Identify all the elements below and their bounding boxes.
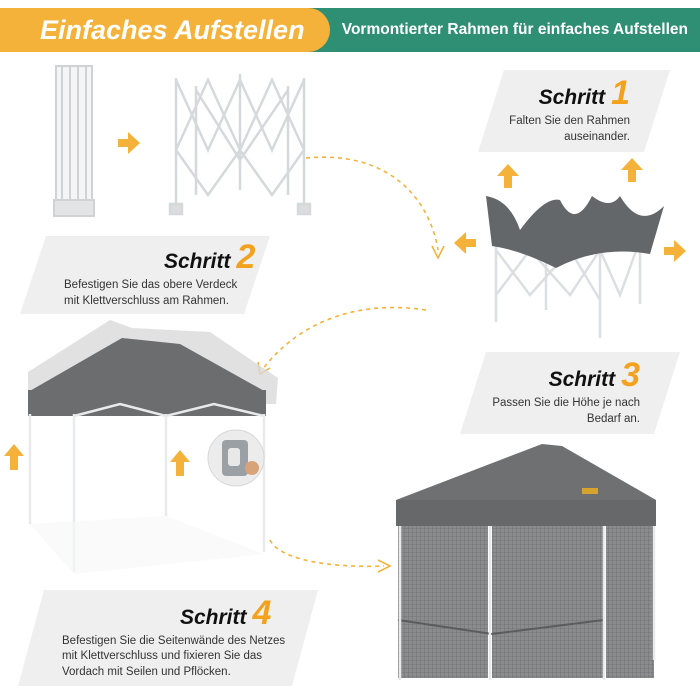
expanded-frame [168, 74, 312, 216]
step-2-word: Schritt [164, 250, 231, 274]
step-1-callout: Schritt 1 Falten Sie den Rahmen auseinan… [478, 70, 670, 152]
step-1-number: 1 [611, 74, 630, 113]
arrow-up-icon [170, 450, 190, 476]
dashed-curve-arrow-icon [269, 539, 385, 568]
velcro-clip-icon [207, 429, 265, 487]
step-3-desc-line-1: Passen Sie die Höhe je nach [492, 397, 640, 410]
step2-tent [4, 320, 278, 574]
arrow-right-icon [664, 240, 686, 262]
step-3-word: Schritt [548, 368, 616, 392]
step-4-desc-line-3: Vordach mit Seilen und Pflöcken. [62, 665, 231, 678]
header-right-title: Vormontierter Rahmen für einfaches Aufst… [341, 21, 688, 38]
step-4-callout: Schritt 4 Befestigen Sie die Seitenwände… [18, 590, 318, 686]
step-2-number: 2 [236, 238, 256, 277]
step-1-desc-line-2: auseinander. [564, 131, 630, 143]
header-left-banner: Einfaches Aufstellen [0, 8, 330, 52]
header-left-title: Einfaches Aufstellen [40, 14, 305, 45]
arrow-left-icon [454, 232, 476, 254]
step-4-desc-line-2: mit Klettverschluss und fixieren Sie das [62, 650, 263, 663]
step4-tent [396, 444, 656, 680]
header-right-banner: Vormontierter Rahmen für einfaches Aufst… [300, 8, 700, 52]
arrow-up-icon [621, 158, 643, 182]
step1-frame [454, 158, 686, 338]
step-4-word: Schritt [180, 605, 247, 629]
step-4-desc-line-1: Befestigen Sie die Seitenwände des Netze… [62, 634, 286, 647]
step-4-number: 4 [252, 593, 272, 632]
dashed-curve-arrow-icon [261, 306, 427, 371]
step-3-callout: Schritt 3 Passen Sie die Höhe je nach Be… [460, 352, 680, 434]
step-2-desc-line-1: Befestigen Sie das obere Verdeck [64, 279, 238, 292]
arrow-right-icon [118, 132, 140, 154]
step-3-desc-line-2: Bedarf an. [586, 413, 640, 425]
step-2-callout: Schritt 2 Befestigen Sie das obere Verde… [20, 236, 270, 314]
arrow-up-icon [497, 164, 519, 188]
dashed-curve-arrow-icon [305, 156, 439, 251]
folded-frame [53, 65, 95, 217]
arrow-up-icon [4, 444, 24, 470]
step-1-word: Schritt [538, 86, 606, 110]
step-3-number: 3 [621, 356, 640, 395]
step-2-desc-line-2: mit Klettverschluss am Rahmen. [64, 295, 229, 307]
step-1-desc-line-1: Falten Sie den Rahmen [509, 115, 630, 128]
